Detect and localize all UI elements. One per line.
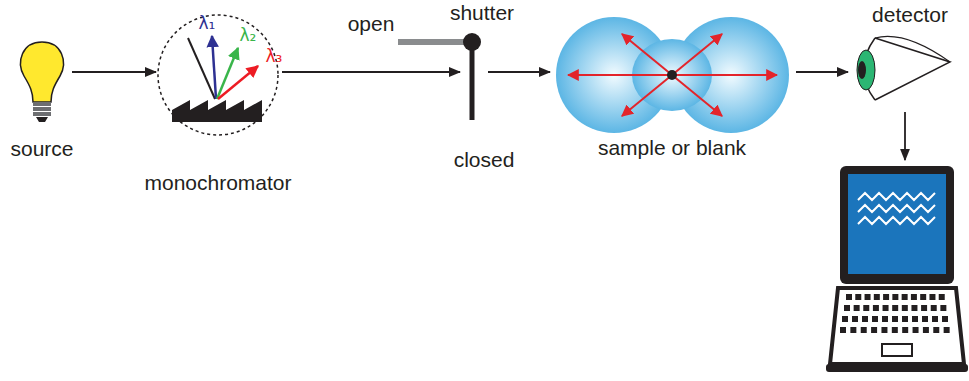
keyboard-key (863, 305, 869, 311)
keyboard-key (840, 327, 846, 333)
keyboard-key (933, 327, 939, 333)
keyboard-key (911, 305, 917, 311)
beam-arrow (796, 71, 848, 73)
keyboard-key (940, 305, 946, 311)
keyboard-key (911, 294, 917, 300)
keyboard-key (883, 294, 889, 300)
wavelength-label: λ₃ (266, 47, 283, 66)
keyboard-key (931, 305, 937, 311)
keyboard-key (929, 294, 935, 300)
state-label: closed (454, 148, 515, 171)
keyboard-key (862, 316, 868, 322)
monochromator-grating (158, 15, 278, 135)
state-label: open (348, 12, 395, 35)
component-label: detector (872, 3, 948, 26)
keyboard-key (939, 294, 945, 300)
sample-holder: sample or blank (552, 16, 792, 134)
source-bulb: source (18, 40, 68, 124)
keyboard-key (942, 316, 948, 322)
monochromator-unit: monochromator (158, 15, 278, 135)
component-label: sample or blank (598, 136, 746, 159)
detector-eye (857, 36, 950, 100)
beam-arrow (282, 71, 460, 73)
keyboard-key (854, 305, 860, 311)
wavelength-label: λ₁ (199, 14, 216, 33)
keyboard-key (902, 316, 908, 322)
keyboard-key (902, 327, 908, 333)
shutter-unit: shutteropenclosed (462, 30, 484, 122)
keyboard-key (932, 316, 938, 322)
keyboard-key (944, 327, 950, 333)
keyboard-key (881, 327, 887, 333)
component-label: source (10, 137, 73, 160)
component-label: monochromator (144, 171, 291, 194)
keyboard-key (842, 316, 848, 322)
shutter-symbol (398, 33, 481, 120)
keyboard-key (913, 327, 919, 333)
computer (826, 166, 968, 372)
keyboard-key (874, 294, 880, 300)
keyboard-key (846, 294, 852, 300)
keyboard-key (892, 327, 898, 333)
keyboard-key (872, 316, 878, 322)
keyboard-key (861, 327, 867, 333)
keyboard-key (902, 305, 908, 311)
keyboard-key (892, 305, 898, 311)
component-label: shutter (450, 1, 514, 24)
detector-unit: detector (850, 30, 914, 110)
wavelength-label: λ₂ (240, 26, 257, 45)
light-bulb (21, 42, 64, 122)
signal-arrow (904, 112, 906, 160)
keyboard-key (892, 316, 898, 322)
keyboard-key (912, 316, 918, 322)
keyboard-key (922, 316, 928, 322)
keyboard-key (844, 305, 850, 311)
keyboard-key (892, 294, 898, 300)
keyboard-key (852, 316, 858, 322)
keyboard-key (871, 327, 877, 333)
sample-cuvette-glow (556, 17, 789, 133)
keyboard-key (920, 294, 926, 300)
keyboard-key (882, 316, 888, 322)
beam-arrow (488, 71, 550, 73)
keyboard-key (923, 327, 929, 333)
keyboard-key (855, 294, 861, 300)
keyboard-key (850, 327, 856, 333)
beam-arrow (72, 71, 156, 73)
keyboard-key (902, 294, 908, 300)
keyboard-key (873, 305, 879, 311)
keyboard-key (865, 294, 871, 300)
keyboard-key (921, 305, 927, 311)
keyboard-key (883, 305, 889, 311)
